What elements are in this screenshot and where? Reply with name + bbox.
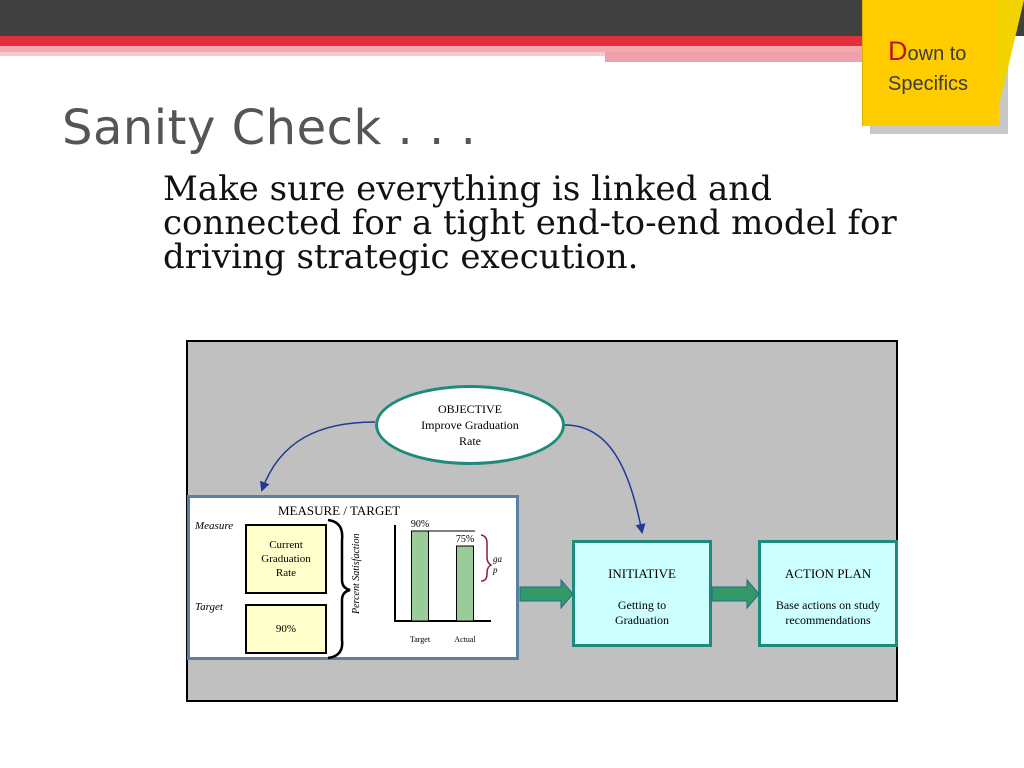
chart-bar-target (411, 530, 429, 622)
sticky-line2: Specifics (888, 73, 969, 95)
arrow-measure-to-initiative (519, 578, 574, 610)
arrow-initiative-to-action-plan (711, 578, 760, 610)
sticky-note-text: Down to Specifics (888, 36, 968, 99)
gap-label-1: ga (493, 554, 503, 564)
chart-value-label-target: 90% (411, 519, 429, 530)
action-plan-line2: recommendations (785, 613, 871, 627)
measure-box: Current Graduation Rate (245, 524, 327, 594)
objective-heading: OBJECTIVE (438, 402, 502, 416)
measure-box-line1: Current (269, 539, 303, 551)
top-pink-stripe (0, 46, 870, 52)
chart-ylabel: Percent Satisfaction (351, 534, 362, 615)
curve-objective-to-initiative (564, 424, 646, 534)
target-label: Target (195, 601, 223, 613)
action-plan-box: ACTION PLAN Base actions on study recomm… (758, 540, 898, 647)
curve-objective-to-measure (260, 421, 376, 492)
initiative-line2: Graduation (615, 613, 669, 627)
bracket-brace (327, 518, 351, 660)
chart-category-label-target: Target (410, 635, 431, 644)
target-box-value: 90% (275, 623, 297, 635)
measure-label: Measure (195, 520, 234, 532)
slide-subtitle: Make sure everything is linked and conne… (163, 169, 897, 277)
objective-line1: Improve Graduation (421, 418, 519, 432)
initiative-heading: INITIATIVE (608, 566, 676, 581)
sticky-note-fold (998, 0, 1024, 110)
measure-box-line3: Rate (275, 567, 297, 579)
top-dark-bar (0, 0, 1024, 36)
measure-box-line2: Graduation (261, 553, 311, 565)
chart-bar-actual (456, 545, 474, 622)
bar-chart: Percent Satisfaction 90% Target 75% Actual (351, 519, 491, 644)
sticky-first-letter: D (888, 36, 908, 66)
chart-category-label-actual: Actual (454, 635, 476, 644)
objective-line2: Rate (459, 434, 481, 448)
gap-brace (480, 534, 493, 582)
chart-value-label-actual: 75% (456, 534, 474, 545)
gap-label-2: p (492, 565, 498, 575)
measure-target-heading: MEASURE / TARGET (278, 503, 401, 518)
top-red-stripe (0, 36, 870, 46)
initiative-line1: Getting to (617, 598, 667, 612)
sticky-line1: own to (907, 43, 967, 65)
sticky-note (862, 0, 999, 126)
top-pink-accent (605, 52, 870, 62)
slide-title: Sanity Check . . . (62, 100, 477, 156)
action-plan-heading: ACTION PLAN (784, 566, 872, 581)
objective-ellipse: OBJECTIVE Improve Graduation Rate (375, 385, 565, 465)
top-light-stripe (0, 52, 605, 56)
action-plan-line1: Base actions on study (775, 598, 881, 612)
target-box: 90% (245, 604, 327, 654)
initiative-box: INITIATIVE Getting to Graduation (572, 540, 712, 647)
